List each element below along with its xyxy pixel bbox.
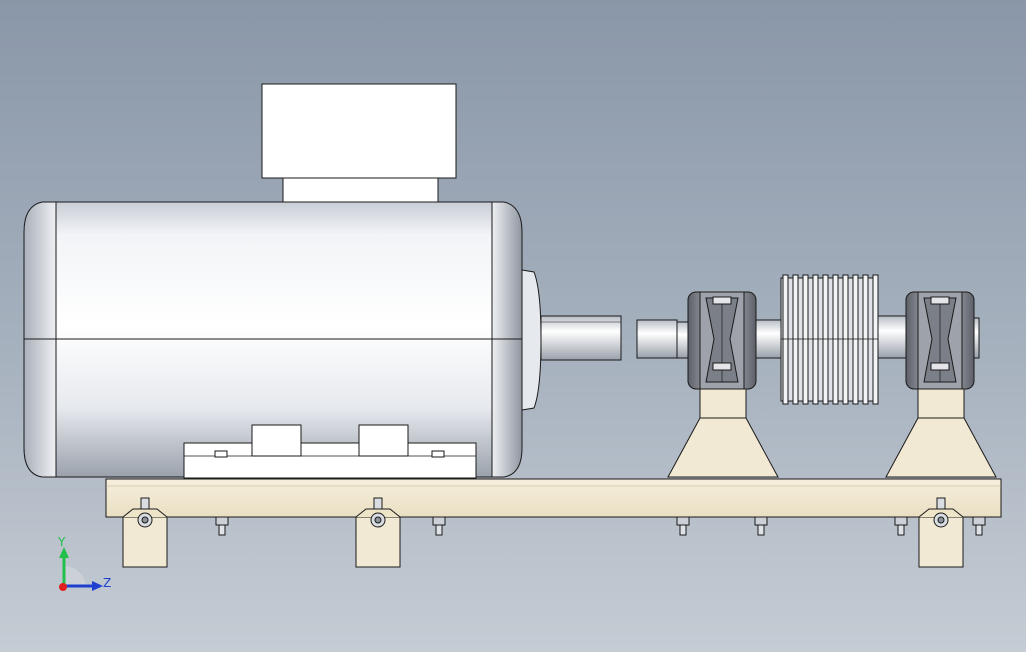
bearing-pedestal-right[interactable]: [885, 388, 997, 478]
bearing-housing-right[interactable]: [905, 291, 975, 390]
bolt-6: [972, 516, 986, 536]
bearing-pedestal-left[interactable]: [667, 388, 779, 478]
motor-body[interactable]: [23, 201, 542, 478]
coordinate-triad: Y Z: [57, 535, 111, 591]
anchor-bolts: [215, 516, 986, 536]
y-axis-label: Y: [57, 535, 66, 549]
base-foot-middle[interactable]: [355, 497, 401, 568]
base-foot-left[interactable]: [122, 497, 168, 568]
motor-mount-plate[interactable]: [183, 424, 477, 479]
multi-groove-pulley[interactable]: [780, 274, 879, 405]
bolt-5: [894, 516, 908, 536]
driven-shaft[interactable]: [636, 315, 980, 359]
base-frame[interactable]: [105, 478, 1002, 518]
motor-terminal-box[interactable]: [261, 83, 457, 215]
bolt-3: [676, 516, 690, 536]
bolt-2: [432, 516, 446, 536]
z-axis-label: Z: [103, 576, 111, 590]
base-foot-right[interactable]: [918, 497, 964, 568]
motor-shaft[interactable]: [540, 315, 622, 361]
bolt-1: [215, 516, 229, 536]
bolt-4: [754, 516, 768, 536]
bearing-housing-left[interactable]: [687, 291, 757, 390]
